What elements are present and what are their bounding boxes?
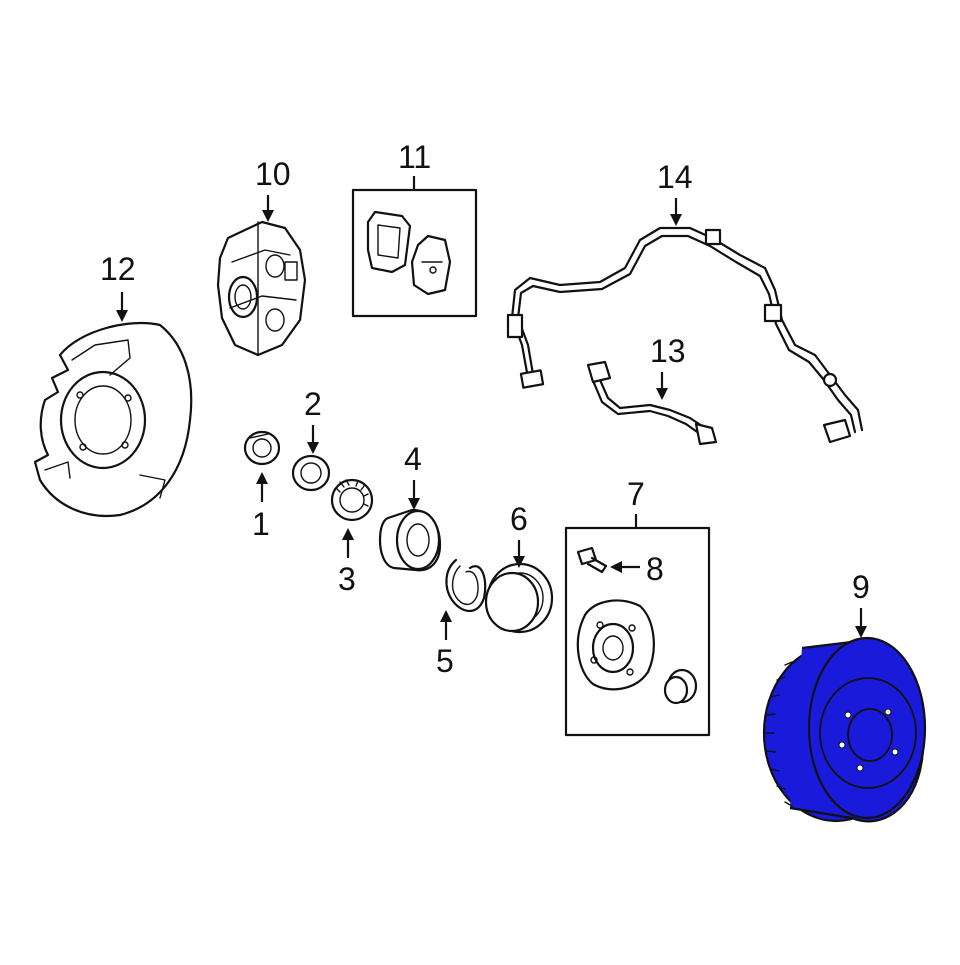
part-2-bearing-race[interactable] <box>291 454 331 492</box>
part-1-seal[interactable] <box>243 430 281 466</box>
callout-7: 7 <box>627 476 645 528</box>
part-14-sensor-harness[interactable] <box>506 226 864 444</box>
callout-12: 12 <box>100 251 136 322</box>
part-8-wheel-stud[interactable] <box>576 546 608 574</box>
callout-9: 9 <box>852 569 870 638</box>
callout-13-label: 13 <box>650 333 686 369</box>
callout-11: 11 <box>398 139 431 190</box>
callout-8: 8 <box>610 551 664 587</box>
part-6-seal[interactable] <box>484 562 554 634</box>
callout-5-label: 5 <box>436 643 454 679</box>
part-3-bearing[interactable] <box>330 478 374 522</box>
part-4-bearing-assembly[interactable] <box>378 508 442 572</box>
callout-4-label: 4 <box>404 441 422 477</box>
callout-1: 1 <box>252 472 270 542</box>
callout-7-label: 7 <box>627 476 645 512</box>
callout-13: 13 <box>650 333 686 400</box>
callout-4: 4 <box>404 441 422 510</box>
part-7-hub-assembly[interactable] <box>564 526 711 737</box>
callout-14-label: 14 <box>657 159 693 195</box>
callout-10: 10 <box>255 156 291 222</box>
part-13-brake-hose[interactable] <box>586 360 718 446</box>
callout-3: 3 <box>338 528 356 597</box>
callout-3-label: 3 <box>338 561 356 597</box>
callout-1-label: 1 <box>252 506 270 542</box>
part-10-caliper[interactable] <box>216 220 307 357</box>
part-12-dust-shield[interactable] <box>33 321 193 518</box>
callout-5: 5 <box>436 610 454 679</box>
callout-11-label: 11 <box>398 139 431 175</box>
callout-6-label: 6 <box>510 501 528 537</box>
callout-9-label: 9 <box>852 569 870 605</box>
part-5-snap-ring[interactable] <box>445 558 487 613</box>
callout-10-label: 10 <box>255 156 291 192</box>
callout-14: 14 <box>657 159 693 226</box>
callout-8-label: 8 <box>646 551 664 587</box>
callout-2: 2 <box>304 386 322 454</box>
callout-6: 6 <box>510 501 528 568</box>
part-9-brake-rotor[interactable] <box>762 636 927 823</box>
part-11-brake-pads[interactable] <box>351 188 478 318</box>
callout-2-label: 2 <box>304 386 322 422</box>
callout-12-label: 12 <box>100 251 136 287</box>
